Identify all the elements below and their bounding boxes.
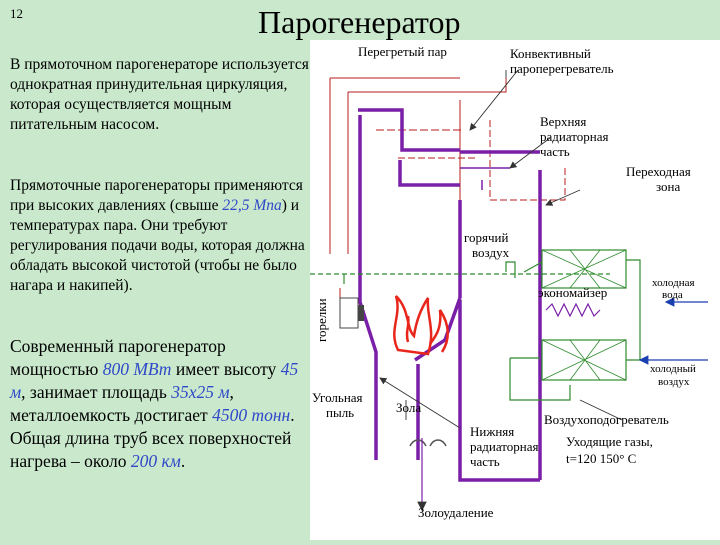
radiant-tubes	[460, 167, 510, 190]
label-lower-1: Нижняя	[470, 424, 514, 439]
paragraph-specs: Современный парогенератор мощностью 800 …	[10, 335, 306, 473]
specs-text-3: , занимает площадь	[21, 382, 172, 402]
label-ash-removal: Золоудаление	[418, 505, 494, 520]
paragraph-pressure-text-2: ) и температурах пара. Они требуют регул…	[10, 197, 305, 294]
label-upper-2: радиаторная	[540, 129, 609, 144]
ash-pipe	[409, 438, 447, 512]
flame-icon	[393, 295, 449, 356]
label-cold-water-1: холодная	[652, 277, 695, 289]
label-burners: горелки	[314, 298, 329, 342]
mass-value: 4500 тонн	[212, 405, 291, 425]
label-temperature: t=120 150° С	[566, 451, 636, 466]
specs-text-5: . Общая длина труб всех поверхностей наг…	[10, 405, 295, 471]
steam-generator-diagram: Перегретый пар Конвективный пароперегрев…	[310, 40, 720, 540]
specs-text-4: , металлоемкость достигает	[10, 382, 234, 425]
label-hot-air-1: горячий	[464, 230, 508, 245]
label-upper-1: Верхняя	[540, 114, 586, 129]
label-transition-1: Переходная	[626, 164, 691, 179]
diagram-labels: Перегретый пар Конвективный пароперегрев…	[312, 44, 696, 520]
height-value: 45 м	[10, 359, 299, 402]
specs-text-2: имеет высоту	[171, 359, 281, 379]
label-upper-3: часть	[540, 144, 570, 159]
label-coal-2: пыль	[326, 405, 354, 420]
label-hot-air-2: воздух	[472, 245, 510, 260]
label-coal-1: Угольная	[312, 390, 363, 405]
label-cold-water-2: вода	[662, 289, 683, 301]
label-convective-1: Конвективный	[510, 46, 591, 61]
paragraph-circulation: В прямоточном парогенераторе используетс…	[10, 56, 309, 133]
label-air-heater: Воздухоподогреватель	[544, 412, 669, 427]
label-cold-air-1: холодный	[650, 363, 696, 375]
slide-number: 12	[10, 6, 23, 21]
specs-text-1: Современный парогенератор мощностью	[10, 336, 226, 379]
label-superheated-steam: Перегретый пар	[358, 44, 447, 59]
label-ash: Зола	[396, 400, 421, 415]
label-cold-air-2: воздух	[658, 376, 690, 388]
page-title: Парогенератор	[258, 4, 461, 40]
steam-lines	[329, 77, 566, 316]
label-lower-2: радиаторная	[470, 439, 539, 454]
label-economizer: экономайзер	[538, 285, 607, 300]
economizer-block	[541, 249, 627, 381]
diagram-svg: Перегретый пар Конвективный пароперегрев…	[310, 44, 708, 520]
label-lower-3: часть	[470, 454, 500, 469]
label-convective-2: пароперегреватель	[510, 61, 614, 76]
air-lines	[310, 259, 641, 401]
label-flue-gases: Уходящие газы,	[566, 434, 653, 449]
pipe-length-value: 200 км	[130, 451, 181, 471]
paragraph-pressure-text-1: Прямоточные парогенераторы применяются п…	[10, 177, 303, 214]
inflow-arrows	[638, 297, 708, 365]
paragraph-pressure: Прямоточные парогенераторы применяются п…	[10, 176, 310, 296]
area-value: 35х25 м	[171, 382, 230, 402]
leader-lines	[379, 69, 623, 429]
specs-text-6: .	[180, 451, 186, 471]
label-transition-2: зона	[656, 179, 681, 194]
pressure-value: 22,5 Мпа	[222, 197, 282, 214]
power-value: 800 МВт	[102, 359, 172, 379]
burner-box	[339, 297, 364, 329]
boiler-walls	[358, 108, 542, 482]
